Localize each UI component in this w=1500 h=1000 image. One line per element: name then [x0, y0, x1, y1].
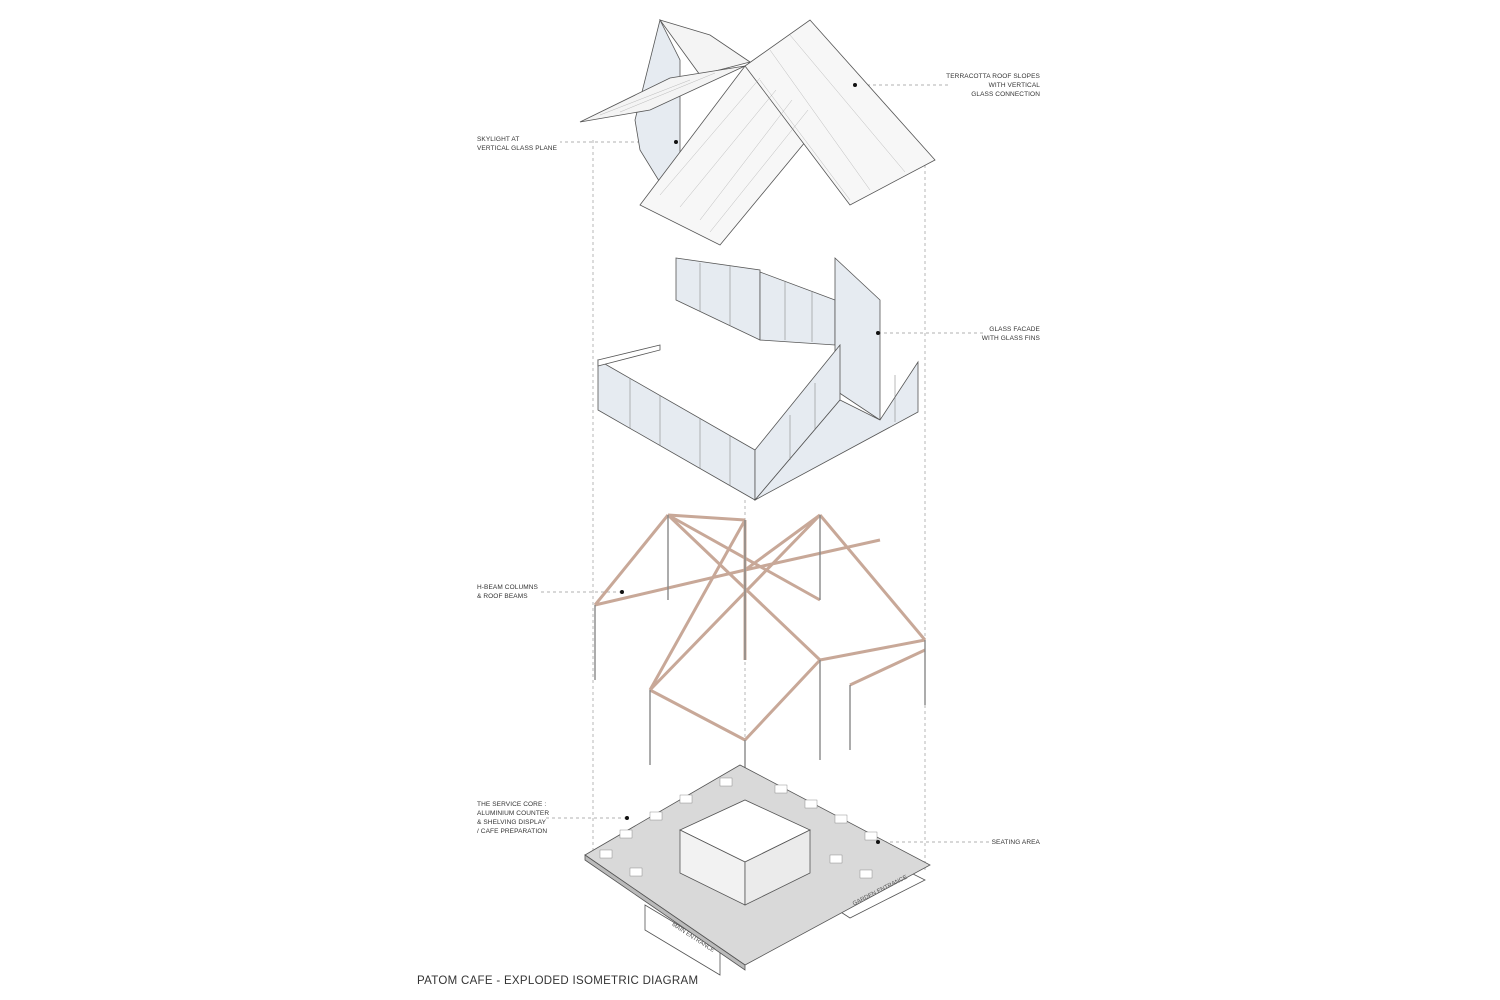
floor-layer: [584, 764, 931, 976]
label-seating: SEATING AREA: [991, 839, 1040, 846]
label-roof: TERRACOTTA ROOF SLOPES WITH VERTICAL GLA…: [946, 73, 1040, 98]
label-service-core: THE SERVICE CORE : ALUMINIUM COUNTER & S…: [477, 801, 550, 835]
diagram-title: PATOM CAFE - EXPLODED ISOMETRIC DIAGRAM: [417, 975, 699, 987]
label-structure: H-BEAM COLUMNS & ROOF BEAMS: [477, 584, 538, 600]
columns: [594, 515, 926, 800]
alignment-lines: [540, 84, 990, 965]
label-skylight: SKYLIGHT AT VERTICAL GLASS PLANE: [477, 136, 558, 152]
roof-layer: [579, 18, 936, 246]
structure-layer: [593, 513, 927, 742]
label-facade: GLASS FACADE WITH GLASS FINS: [981, 326, 1040, 342]
facade-layer: [597, 257, 919, 502]
